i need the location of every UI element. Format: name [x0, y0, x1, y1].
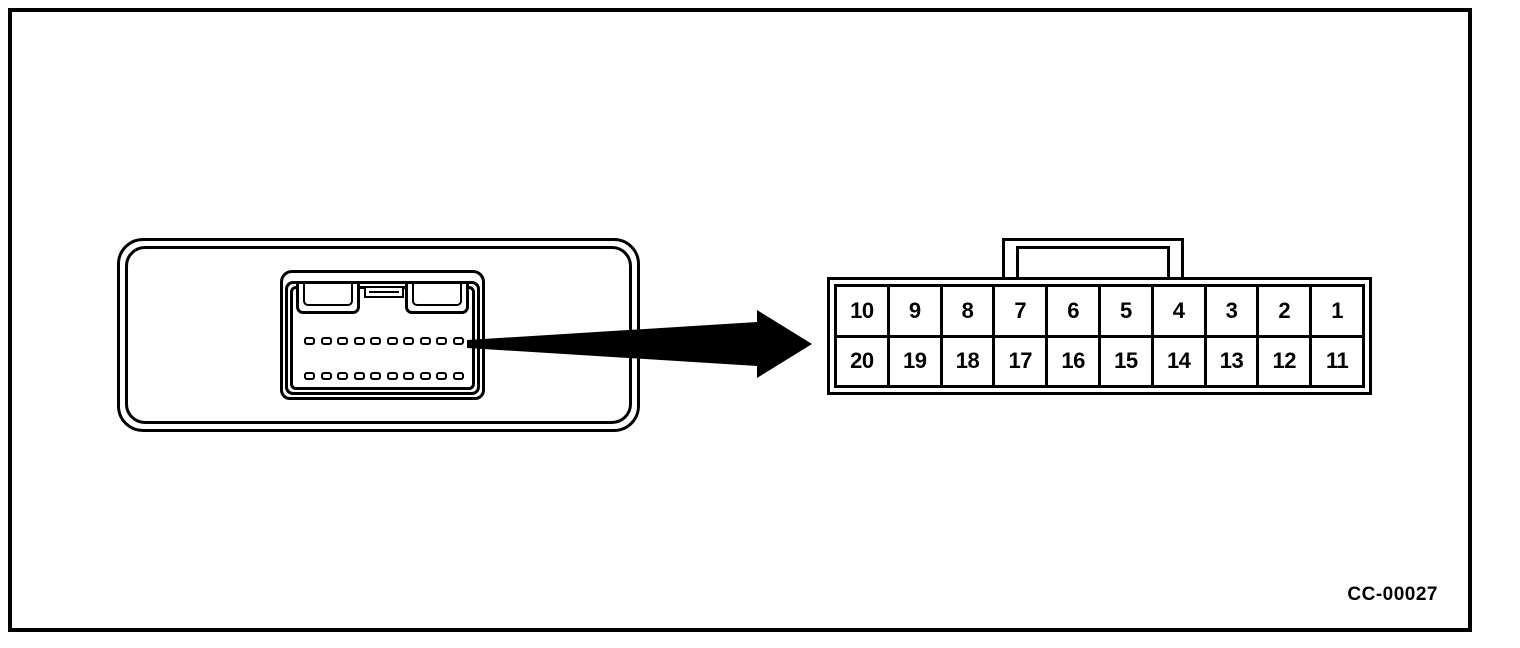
latch-recess-left: [296, 284, 360, 314]
locking-tab: [1002, 238, 1184, 280]
pin-numbering-diagram: 10 9 8 7 6 5 4 3 2 1 20 19 18 17 16: [827, 238, 1372, 395]
pin-cell: 8: [943, 287, 996, 335]
pin-slot: [419, 337, 431, 345]
pin-cell: 10: [837, 287, 890, 335]
pin-slot: [452, 337, 464, 345]
pin-grid: 10 9 8 7 6 5 4 3 2 1 20 19 18 17 16: [834, 284, 1365, 388]
pin-slot: [370, 337, 382, 345]
pin-cell: 16: [1048, 337, 1101, 385]
pin-cell: 13: [1207, 337, 1260, 385]
latch-recess-right-inner: [412, 284, 462, 306]
figure-frame: 10 9 8 7 6 5 4 3 2 1 20 19 18 17 16: [8, 8, 1472, 632]
pin-cell: 9: [890, 287, 943, 335]
pin-cell: 15: [1101, 337, 1154, 385]
pin-slot: [337, 337, 349, 345]
pin-slot: [353, 337, 365, 345]
pin-cell: 14: [1154, 337, 1207, 385]
callout-arrow: [467, 308, 812, 380]
pin-slot-row-top: [304, 337, 464, 345]
pin-slot: [386, 372, 398, 380]
pin-slot: [304, 372, 315, 380]
pin-slot: [403, 372, 415, 380]
pin-slot: [320, 337, 332, 345]
pin-slot: [436, 372, 448, 380]
pin-slot: [419, 372, 431, 380]
pin-cell: 7: [995, 287, 1049, 335]
pin-cell: 6: [1048, 287, 1101, 335]
latch-recess-left-inner: [303, 284, 353, 306]
locking-tab-inner: [1016, 246, 1170, 280]
callout-arrow-shape: [467, 310, 812, 378]
pin-slot: [304, 337, 315, 345]
pin-cell: 11: [1325, 348, 1349, 374]
pin-cell: 2: [1259, 287, 1313, 335]
pin-slot: [370, 372, 382, 380]
pin-cell: 4: [1154, 287, 1207, 335]
pin-slot: [452, 372, 464, 380]
pin-cell: 19: [890, 337, 943, 385]
pin-slot: [386, 337, 398, 345]
latch-center-bar-inner: [369, 291, 399, 293]
pin-row-top: 10 9 8 7 6 5 4 3 2 1: [837, 287, 1362, 338]
pin-slot-row-bottom: [304, 372, 464, 380]
pin-slot: [320, 372, 332, 380]
pin-slot: [403, 337, 415, 345]
figure-caption: CC-00027: [1347, 584, 1438, 605]
pin-cell: 12: [1259, 337, 1313, 385]
pin-cell: 3: [1207, 287, 1260, 335]
pin-slot: [353, 372, 365, 380]
latch-center-bar: [364, 286, 404, 298]
connector-face: [280, 270, 485, 400]
pin-cell: 5: [1101, 287, 1154, 335]
latch-recess-right: [405, 284, 469, 314]
pin-row-bottom: 20 19 18 17 16 15 14 13 12 11: [837, 337, 1362, 385]
pin-cell: 18: [943, 337, 996, 385]
pin-slot: [436, 337, 448, 345]
pin-cell: 20: [837, 337, 890, 385]
pin-slot: [337, 372, 349, 380]
pin-cell: 17: [995, 337, 1049, 385]
pin-cell: 1: [1331, 297, 1343, 323]
